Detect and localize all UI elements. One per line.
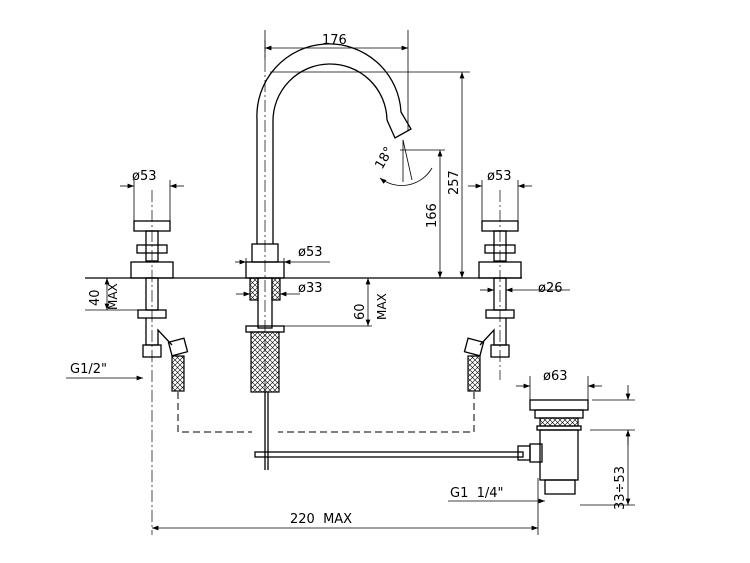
dim-valve-shank-dia: ø26 xyxy=(538,281,563,296)
dim-total-height: 257 xyxy=(447,170,462,195)
dim-left-max-deck-suffix: MAX xyxy=(106,283,120,310)
dim-spout-angle: 18° xyxy=(372,145,397,172)
pop-up-waste xyxy=(517,399,589,495)
dim-waste-thread: G1 1/4" xyxy=(450,486,504,501)
spout xyxy=(245,40,524,470)
dim-spout-max-deck: 60 xyxy=(353,303,368,320)
dim-spout-max-deck-suffix: MAX xyxy=(375,293,389,320)
dim-spout-shank-dia: ø33 xyxy=(298,281,323,296)
dim-outlet-height: 166 xyxy=(425,203,440,228)
left-valve xyxy=(130,190,189,535)
dim-waste-dia: ø63 xyxy=(543,369,568,384)
dim-waste-range: 33÷53 xyxy=(613,466,628,510)
dim-right-handle-dia: ø53 xyxy=(487,169,512,184)
dim-inlet-thread: G1/2" xyxy=(70,362,107,377)
dim-left-handle-dia: ø53 xyxy=(132,169,157,184)
dim-left-max-deck: 40 xyxy=(88,289,103,306)
dim-max-spread: 220 MAX xyxy=(290,512,352,527)
right-valve xyxy=(463,190,522,392)
dim-spout-base-dia: ø53 xyxy=(298,245,323,260)
dim-spout-reach: 176 xyxy=(322,33,347,48)
